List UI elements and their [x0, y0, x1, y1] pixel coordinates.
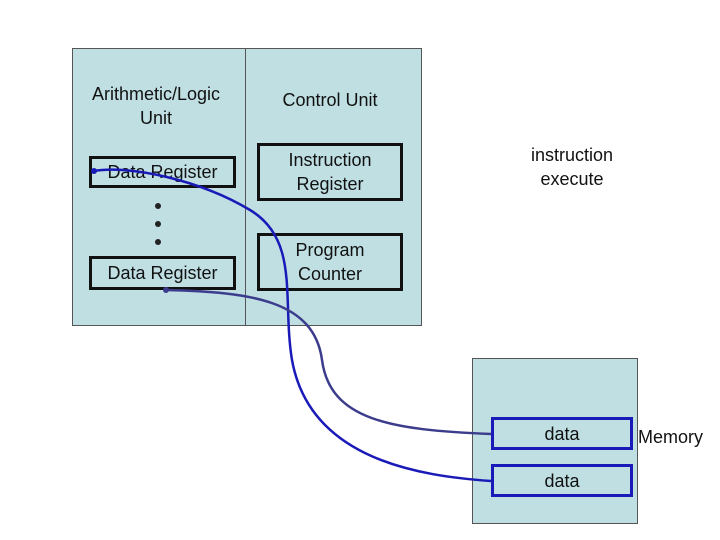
data-register-bottom: Data Register — [89, 256, 236, 290]
flow-line-memory-to-bottom-register — [165, 288, 492, 436]
data-register-top: Data Register — [89, 156, 236, 188]
alu-title: Arithmetic/Logic Unit — [91, 84, 221, 128]
instruction-register: Instruction Register — [257, 143, 403, 201]
memory-cell-1: data — [491, 417, 633, 450]
memory-label: Memory — [638, 427, 704, 447]
instruction-execute-label: instruction execute — [530, 145, 614, 189]
program-counter: Program Counter — [257, 233, 403, 291]
flow-line-memory-to-top-register — [93, 168, 492, 483]
ellipsis-dot — [155, 221, 161, 227]
control-unit-title: Control Unit — [282, 90, 378, 110]
connector-dot-bottom-register — [163, 287, 169, 293]
memory-cell-2: data — [491, 464, 633, 497]
connector-dot-top-register — [91, 168, 97, 174]
ellipsis-dot — [155, 239, 161, 245]
ellipsis-dot — [155, 203, 161, 209]
